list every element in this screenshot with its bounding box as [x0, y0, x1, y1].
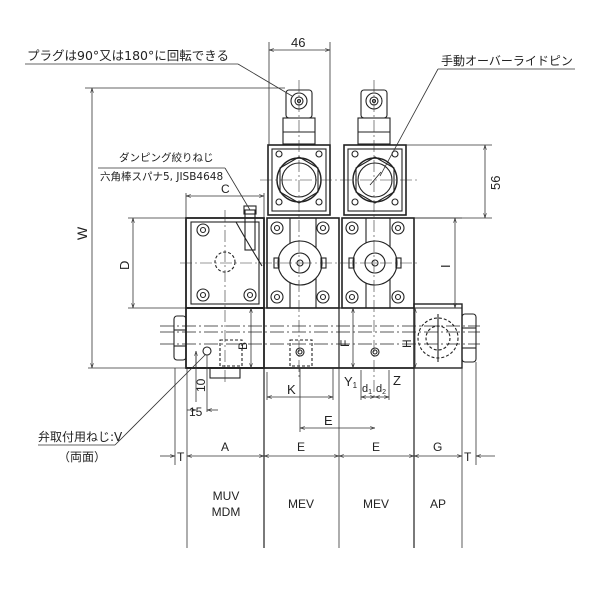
dim-B: B — [236, 342, 250, 350]
dim-D: D — [117, 261, 132, 270]
module-mev-2: MEV — [363, 497, 389, 511]
dim-56: 56 — [488, 176, 503, 190]
dim-Z: Z — [393, 373, 401, 388]
module-ap: AP — [430, 497, 446, 511]
mount-screw-callout: 弁取付用ねじ:V — [38, 429, 123, 444]
mount-screw-sub: （両面） — [58, 450, 106, 464]
leader-lines — [25, 63, 575, 446]
dimension-lines — [85, 42, 495, 548]
center-lines — [180, 80, 420, 400]
dim-W: W — [74, 226, 90, 240]
damping-screw-title: ダンピング絞りねじ — [119, 151, 214, 164]
manual-override-callout: 手動オーバーライドピン — [441, 54, 573, 68]
damping-screw-spec: 六角棒スパナ5, JISB4648 — [100, 170, 223, 183]
dim-H: H — [400, 339, 414, 348]
solenoid-right — [343, 89, 407, 216]
dim-T-left: T — [177, 450, 185, 464]
module-mdm: MDM — [212, 505, 241, 519]
dim-d2: d2 — [376, 383, 386, 396]
dim-E-inner: E — [324, 413, 333, 428]
dim-C: C — [221, 182, 230, 196]
dim-A: A — [221, 440, 229, 454]
dim-F: F — [338, 340, 352, 347]
dim-T-right: T — [464, 450, 472, 464]
dim-10: 10 — [194, 378, 208, 392]
module-mev-1: MEV — [288, 497, 314, 511]
plug-rotate-callout: プラグは90°又は180°に回転できる — [27, 48, 229, 63]
dim-G: G — [433, 440, 442, 454]
dim-K: K — [287, 382, 296, 397]
end-plate-ap — [413, 303, 477, 369]
dim-d1: d1 — [362, 383, 372, 396]
dim-E-2: E — [372, 440, 380, 454]
dim-15: 15 — [189, 405, 203, 419]
dim-Y1: Y1 — [344, 374, 358, 390]
dim-46: 46 — [291, 35, 305, 50]
module-muv: MUV — [213, 489, 240, 503]
dim-E-1: E — [297, 440, 305, 454]
dim-I: I — [438, 264, 453, 268]
